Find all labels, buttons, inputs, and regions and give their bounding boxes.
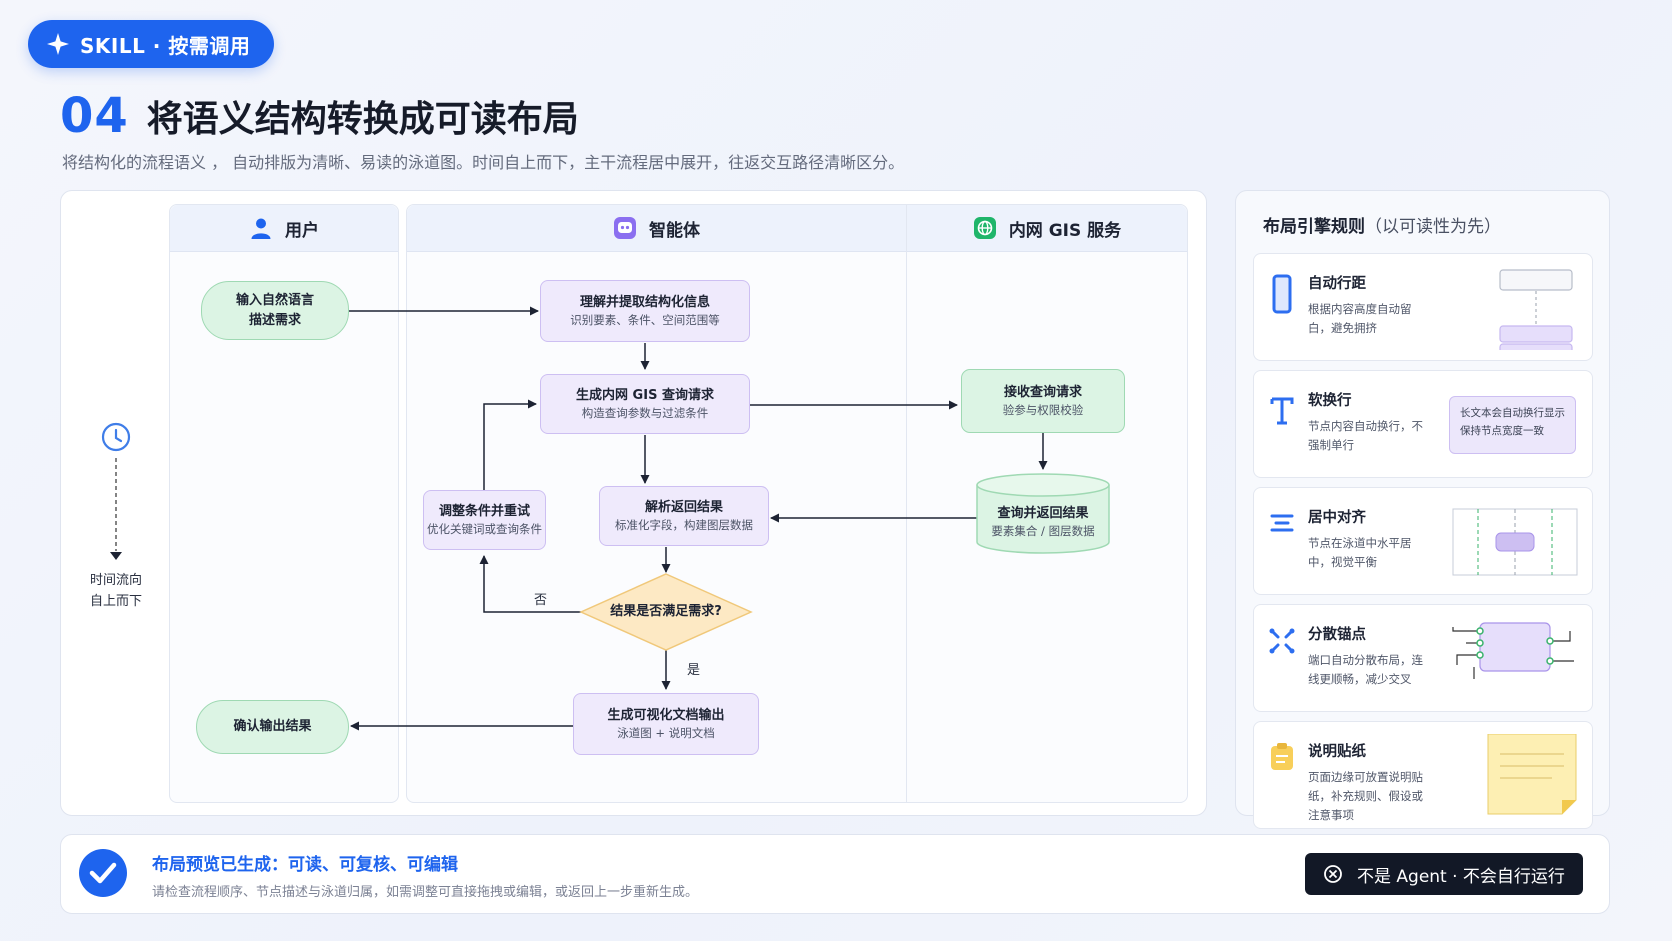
node-input-line2: 描述需求	[248, 312, 301, 328]
node-adjust-title: 调整条件并重试	[438, 503, 530, 519]
rule-card-scatter-anchor: 分散锚点 端口自动分散布局，连线更顺畅，减少交叉	[1253, 604, 1593, 712]
no-run-icon	[1324, 865, 1342, 883]
node-generate-query-desc: 构造查询参数与过滤条件	[581, 406, 709, 421]
rule-desc-sticky-note: 页面边缘可放置说明贴纸，补充规则、假设或注意事项	[1308, 770, 1423, 822]
rules-title-note: （以可读性为先）	[1365, 217, 1501, 237]
node-understand-desc: 识别要素、条件、空间范围等	[570, 313, 720, 328]
sticky-note-illustration	[1487, 734, 1577, 815]
node-parse-title: 解析返回结果	[644, 499, 723, 515]
user-icon	[251, 218, 271, 239]
footer-title: 布局预览已生成：可读、可复核、可编辑	[152, 855, 458, 875]
node-generate-output[interactable]: 生成可视化文档输出 泳道图 + 说明文档	[573, 693, 759, 755]
label-no: 否	[534, 593, 548, 608]
not-agent-button-label: 不是 Agent · 不会自行运行	[1357, 866, 1565, 887]
rule-name-soft-wrap: 软换行	[1308, 393, 1352, 409]
rule-desc-soft-wrap: 节点内容自动换行，不强制单行	[1308, 419, 1423, 452]
center-align-illustration	[1452, 508, 1578, 576]
page-title: 04 将语义结构转换成可读布局	[60, 86, 579, 146]
lane-label-gis: 内网 GIS 服务	[1008, 220, 1122, 241]
lane-header-user: 用户	[170, 205, 398, 252]
node-parse-result[interactable]: 解析返回结果 标准化字段，构建图层数据	[599, 486, 769, 546]
node-input-request[interactable]: 输入自然语言 描述需求	[201, 281, 349, 340]
rules-title-text: 布局引擎规则	[1263, 217, 1365, 237]
node-parse-desc: 标准化字段，构建图层数据	[615, 518, 753, 533]
footer-description: 请检查流程顺序、节点描述与泳道归属，如需调整可直接拖拽或编辑，或返回上一步重新生…	[152, 885, 699, 900]
rule-name-sticky-note: 说明贴纸	[1308, 744, 1366, 760]
globe-icon	[973, 217, 996, 239]
node-query-return-desc: 要素集合 / 图层数据	[991, 524, 1095, 539]
node-query-return[interactable]: 查询并返回结果 要素集合 / 图层数据	[977, 496, 1109, 548]
node-understand[interactable]: 理解并提取结构化信息 识别要素、条件、空间范围等	[540, 280, 750, 342]
label-yes: 是	[687, 663, 701, 678]
anchor-illustration	[1452, 622, 1574, 679]
text-icon	[1270, 397, 1294, 425]
align-center-icon	[1270, 514, 1294, 532]
rule-card-auto-spacing: 自动行距 根据内容高度自动留白，避免拥挤	[1253, 253, 1593, 361]
node-decision-text: 结果是否满足需求?	[610, 604, 722, 620]
sparkle-icon	[47, 33, 69, 55]
not-agent-button[interactable]: 不是 Agent · 不会自行运行	[1305, 853, 1583, 895]
rules-title: 布局引擎规则（以可读性为先）	[1263, 212, 1501, 237]
node-generate-query-title: 生成内网 GIS 查询请求	[576, 387, 714, 403]
skill-badge: SKILL · 按需调用	[28, 20, 274, 68]
node-understand-title: 理解并提取结构化信息	[579, 294, 710, 310]
spacing-illustration	[1499, 269, 1573, 350]
time-axis-line1: 时间流向	[89, 573, 142, 588]
lane-divider	[906, 205, 907, 802]
node-generate-query[interactable]: 生成内网 GIS 查询请求 构造查询参数与过滤条件	[540, 374, 750, 434]
rule-name-scatter-anchor: 分散锚点	[1308, 627, 1366, 643]
bot-icon	[614, 217, 636, 239]
rule-desc-auto-spacing: 根据内容高度自动留白，避免拥挤	[1308, 302, 1412, 335]
section-number: 04	[60, 88, 129, 144]
node-output-title: 生成可视化文档输出	[607, 707, 725, 723]
rule-name-auto-spacing: 自动行距	[1308, 276, 1366, 292]
node-receive-desc: 验参与权限校验	[1002, 403, 1084, 418]
node-confirm-output[interactable]: 确认输出结果	[196, 700, 349, 754]
rule-card-center-align: 居中对齐 节点在泳道中水平居中，视觉平衡	[1253, 487, 1593, 595]
lane-label-agent: 智能体	[649, 220, 700, 241]
sticky-note-icon	[1271, 743, 1293, 770]
node-adjust-desc: 优化关键词或查询条件	[427, 522, 542, 537]
node-output-desc: 泳道图 + 说明文档	[617, 726, 715, 741]
rule-name-center-align: 居中对齐	[1308, 510, 1366, 526]
node-input-line1: 输入自然语言	[235, 293, 314, 308]
time-axis-caption: 时间流向 自上而下	[86, 571, 146, 613]
rule-card-soft-wrap: 软换行 节点内容自动换行，不强制单行 长文本会自动换行显示 保持节点宽度一致	[1253, 370, 1593, 478]
node-decision[interactable]: 结果是否满足需求?	[596, 600, 736, 624]
badge-label: SKILL · 按需调用	[80, 33, 251, 58]
rule-card-sticky-note: 说明贴纸 页面边缘可放置说明贴纸，补充规则、假设或注意事项	[1253, 721, 1593, 829]
node-adjust-retry[interactable]: 调整条件并重试 优化关键词或查询条件	[423, 490, 546, 550]
time-axis-line2: 自上而下	[89, 593, 142, 609]
rule-desc-center-align: 节点在泳道中水平居中，视觉平衡	[1308, 536, 1412, 569]
lane-label-user: 用户	[285, 220, 319, 241]
title-text: 将语义结构转换成可读布局	[146, 99, 579, 140]
anchor-icon	[1269, 628, 1295, 654]
node-query-return-title: 查询并返回结果	[997, 505, 1089, 521]
lane-header-agent: 智能体	[407, 205, 906, 252]
node-receive-title: 接收查询请求	[1003, 384, 1082, 400]
soft-wrap-sample: 长文本会自动换行显示 保持节点宽度一致	[1449, 396, 1576, 454]
lane-header-gis: 内网 GIS 服务	[907, 205, 1187, 252]
rule-desc-scatter-anchor: 端口自动分散布局，连线更顺畅，减少交叉	[1308, 653, 1423, 686]
spacing-icon	[1272, 274, 1292, 314]
node-confirm-text: 确认输出结果	[233, 719, 312, 735]
node-receive-request[interactable]: 接收查询请求 验参与权限校验	[961, 369, 1125, 433]
check-icon	[79, 849, 127, 897]
page-subtitle: 将结构化的流程语义 ， 自动排版为清晰、易读的泳道图。时间自上而下，主干流程居中…	[62, 153, 905, 172]
